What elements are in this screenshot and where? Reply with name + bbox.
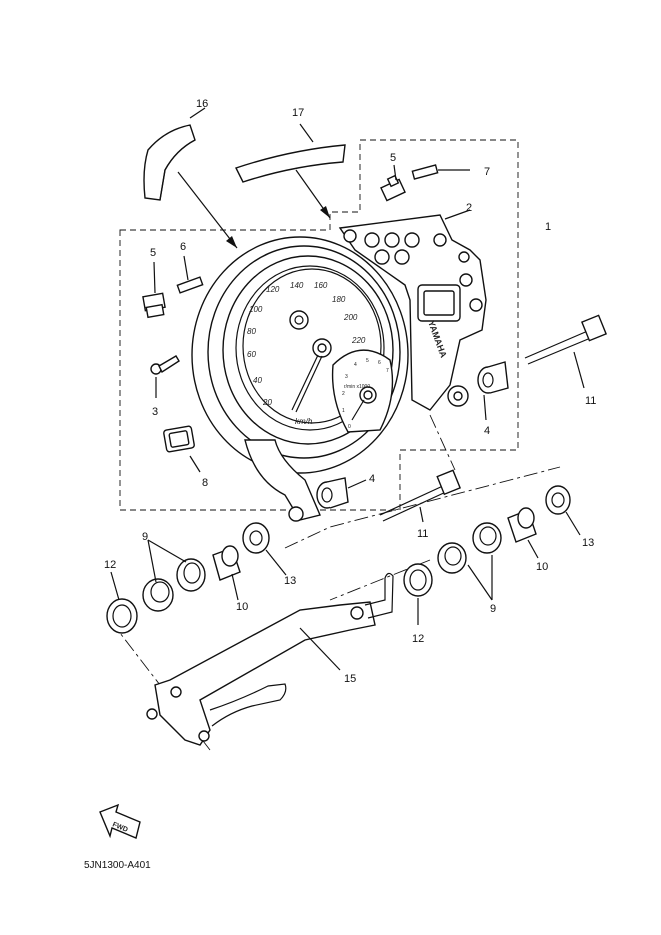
leader-17-tag [299,123,314,143]
speedo-tick: 20 [262,398,272,407]
tacho-tick: 4 [354,362,357,368]
callout-9-left: 9 [142,531,148,543]
part-11-bolt-lower [379,469,462,522]
leader-16 [177,171,238,249]
part-2-indicator-housing: YAMAHA [338,214,487,411]
part-4-collar-lower [316,477,349,509]
leader-16-tag [189,107,206,119]
callout-11-upper: 11 [585,395,596,407]
callout-15: 15 [344,673,356,685]
part-5-socket-left [142,292,166,319]
callout-7: 7 [484,166,490,178]
callout-6: 6 [180,241,186,253]
tacho-tick: 5 [366,358,369,364]
speedo-tick: 180 [332,295,346,304]
part-13-washer-right [545,485,571,515]
speedo-tick: 200 [343,313,358,322]
tacho-tick: 3 [345,374,348,380]
part-16-lens [143,124,196,201]
callout-13-right: 13 [582,537,594,549]
part-7-bulb [411,164,439,180]
part-4-collar-upper [477,361,509,394]
callout-5-left: 5 [150,247,156,259]
callout-1: 1 [545,221,551,233]
speedo-tick: 100 [249,305,263,314]
diagram-code: 5JN1300-A401 [84,860,151,871]
speedo-tick: 160 [314,281,328,290]
logo-emblem [289,310,309,330]
speedo-tick: 140 [290,281,304,290]
speedo-tick: 40 [253,376,262,385]
callout-10-left: 10 [236,601,248,613]
tacho-unit: r/min x1000 [344,384,370,390]
part-12-nut-left [106,598,138,634]
tacho-tick: 0 [348,424,351,430]
callout-8: 8 [202,477,208,489]
part-9-grommet-right-a [437,542,467,574]
part-3-screw [150,355,180,375]
fwd-arrow-icon: FWD [99,803,141,839]
part-9-grommet-left-b [176,558,206,592]
callout-4-upper: 4 [484,425,490,437]
tacho-tick: 2 [342,391,345,397]
meter-assembly [191,236,409,522]
part-17-visor [235,144,346,183]
callout-5-upper: 5 [390,152,396,164]
part-12-nut-right [403,563,433,597]
callout-2: 2 [466,202,472,214]
arrow-16 [226,236,237,248]
part-10-spacer-left [212,545,241,581]
callout-12-left: 12 [104,559,116,571]
callout-9-right: 9 [490,603,496,615]
callout-10-right: 10 [536,561,548,573]
part-6-bulb [176,276,204,294]
tacho-tick: 1 [342,408,345,414]
callout-12-right: 12 [412,633,424,645]
part-11-bolt-upper [524,314,608,365]
part-15-bracket [146,572,394,746]
callout-13-left: 13 [284,575,296,587]
speedo-tick: 60 [247,350,256,359]
part-13-washer-left [242,522,270,554]
part-10-spacer-right [507,507,537,543]
part-9-grommet-right-b [472,522,502,554]
part-8-grommet [163,425,195,453]
callout-17: 17 [292,107,304,119]
tacho-scale: 0 1 2 3 4 5 6 7 r/min x1000 [342,358,389,430]
speedo-unit: km/h [295,417,313,426]
arrow-17 [320,206,330,218]
callout-4-lower: 4 [369,473,375,485]
speedo-tick: 120 [266,285,280,294]
part-9-grommet-left-a [142,578,174,612]
speedo-scale: 20 40 60 80 100 120 140 160 180 200 220 … [247,281,366,426]
callout-16: 16 [196,98,208,110]
part-5-socket-upper [380,174,406,202]
centerline-left [284,466,561,549]
callout-3: 3 [152,406,158,418]
callout-11-lower: 11 [417,528,428,540]
tacho-tick: 7 [386,368,389,374]
tacho-tick: 6 [378,360,381,366]
speedo-tick: 220 [351,336,366,345]
speedo-tick: 80 [247,327,256,336]
